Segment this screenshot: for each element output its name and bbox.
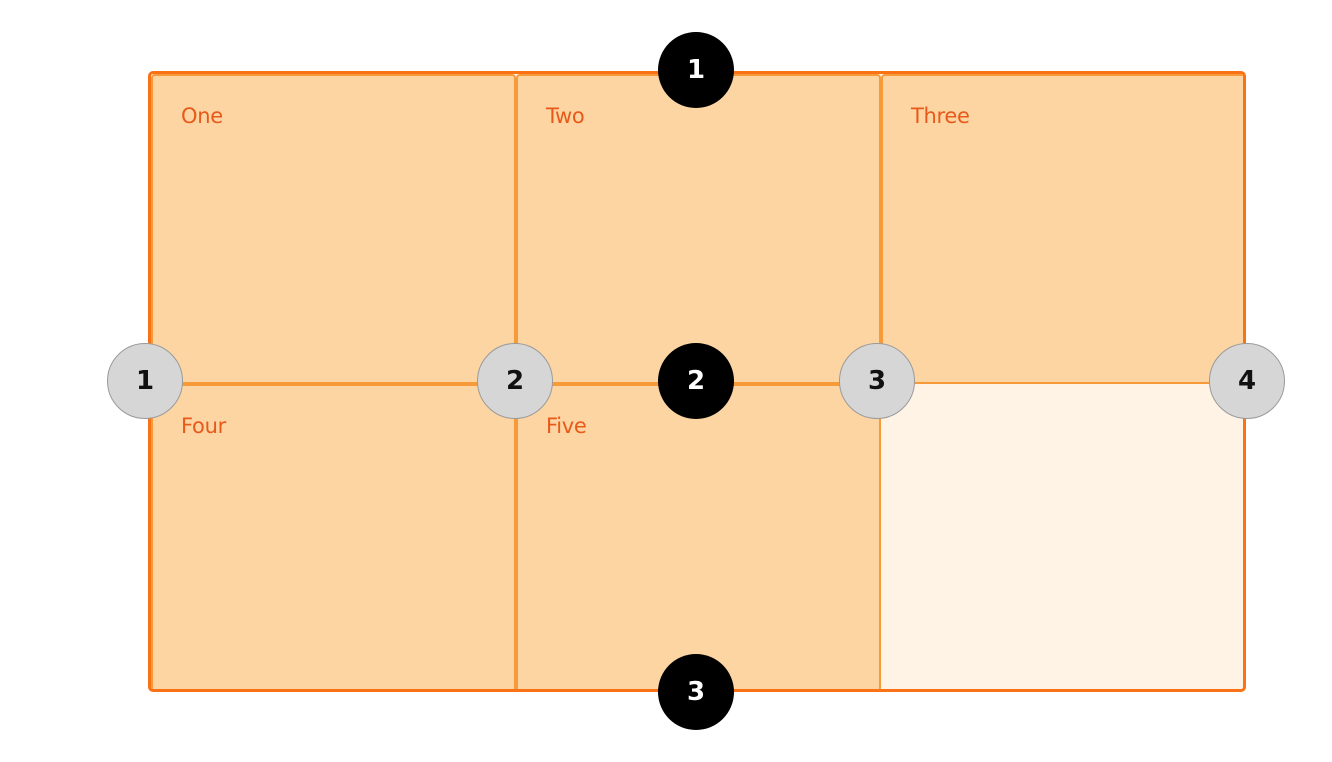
grid-item-label: Three bbox=[911, 104, 970, 128]
column-line-number: 3 bbox=[867, 366, 887, 396]
column-line-number: 4 bbox=[1237, 366, 1257, 396]
row-line-marker-3: 3 bbox=[658, 654, 734, 730]
row-line-number: 2 bbox=[686, 366, 706, 396]
grid-item-one: One bbox=[151, 74, 516, 384]
grid-item-three: Three bbox=[881, 74, 1243, 384]
grid-item-label: Four bbox=[181, 414, 226, 438]
column-line-marker-3: 3 bbox=[839, 343, 915, 419]
row-line-marker-2: 2 bbox=[658, 343, 734, 419]
row-line-number: 1 bbox=[686, 55, 706, 85]
column-line-marker-1: 1 bbox=[107, 343, 183, 419]
grid-item-label: Five bbox=[546, 414, 587, 438]
grid-item-five: Five bbox=[516, 384, 881, 689]
grid-item-label: Two bbox=[546, 104, 585, 128]
row-line-marker-1: 1 bbox=[658, 32, 734, 108]
row-line-number: 3 bbox=[686, 677, 706, 707]
column-line-marker-4: 4 bbox=[1209, 343, 1285, 419]
grid-item-two: Two bbox=[516, 74, 881, 384]
grid-item-label: One bbox=[181, 104, 223, 128]
grid-container: One Two Three Four Five bbox=[148, 71, 1246, 692]
column-line-number: 2 bbox=[505, 366, 525, 396]
column-line-number: 1 bbox=[135, 366, 155, 396]
column-line-marker-2: 2 bbox=[477, 343, 553, 419]
grid-item-four: Four bbox=[151, 384, 516, 689]
